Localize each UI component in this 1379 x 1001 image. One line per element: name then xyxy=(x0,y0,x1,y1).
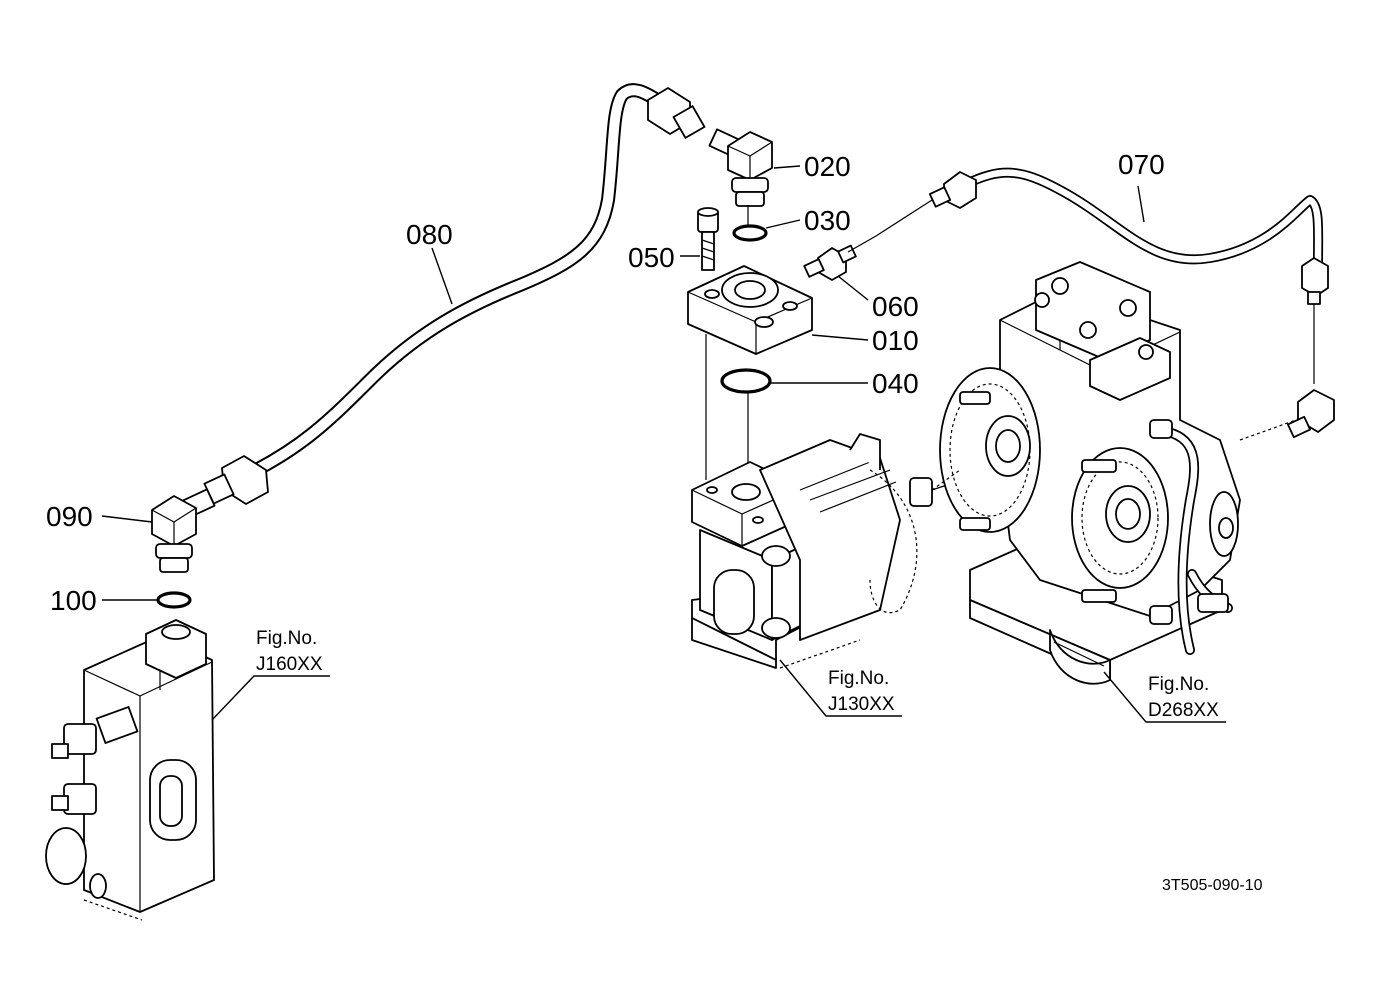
callout-080[interactable]: 080 xyxy=(406,219,453,250)
ref-d268xx-code[interactable]: D268XX xyxy=(1148,700,1219,721)
leader-010 xyxy=(811,334,869,341)
leader-ref-j160xx xyxy=(211,675,330,721)
leader-ref-j130xx xyxy=(779,659,902,717)
bolt-050[interactable] xyxy=(697,207,719,271)
control-valve-assembly xyxy=(45,619,215,921)
o-ring-040[interactable] xyxy=(720,368,772,394)
o-ring-030[interactable] xyxy=(732,224,768,242)
callout-100[interactable]: 100 xyxy=(50,585,97,616)
callout-050[interactable]: 050 xyxy=(628,242,675,273)
transmission-case-assembly xyxy=(847,199,1297,685)
ref-j160xx-code[interactable]: J160XX xyxy=(256,654,323,675)
callout-010[interactable]: 010 xyxy=(872,325,919,356)
o-ring-100[interactable] xyxy=(156,591,192,609)
flange-010[interactable] xyxy=(687,265,813,355)
leader-090 xyxy=(101,515,153,523)
callout-060[interactable]: 060 xyxy=(872,291,919,322)
elbow-fitting-020[interactable] xyxy=(708,128,773,207)
leader-030 xyxy=(765,219,801,229)
leader-070 xyxy=(1137,185,1145,223)
callout-020[interactable]: 020 xyxy=(804,151,851,182)
hydraulic-pump-assembly xyxy=(691,433,951,669)
ref-d268xx-prefix: Fig.No. xyxy=(1148,674,1209,695)
elbow-fitting-090[interactable] xyxy=(151,488,216,573)
pipe-080[interactable] xyxy=(203,83,706,505)
pipe-070[interactable] xyxy=(928,167,1335,439)
callout-090[interactable]: 090 xyxy=(46,501,93,532)
callout-030[interactable]: 030 xyxy=(804,205,851,236)
ref-j160xx-prefix: Fig.No. xyxy=(256,628,317,649)
callout-040[interactable]: 040 xyxy=(872,368,919,399)
ref-j130xx-prefix: Fig.No. xyxy=(828,668,889,689)
drawing-number: 3T505-090-10 xyxy=(1162,877,1263,894)
leader-060 xyxy=(837,275,869,301)
ref-j130xx-code[interactable]: J130XX xyxy=(828,694,895,715)
leader-020 xyxy=(773,165,801,169)
callout-070[interactable]: 070 xyxy=(1118,149,1165,180)
leader-080 xyxy=(431,247,453,305)
leader-ref-d268xx xyxy=(1103,671,1226,723)
adapter-060[interactable] xyxy=(803,244,857,281)
